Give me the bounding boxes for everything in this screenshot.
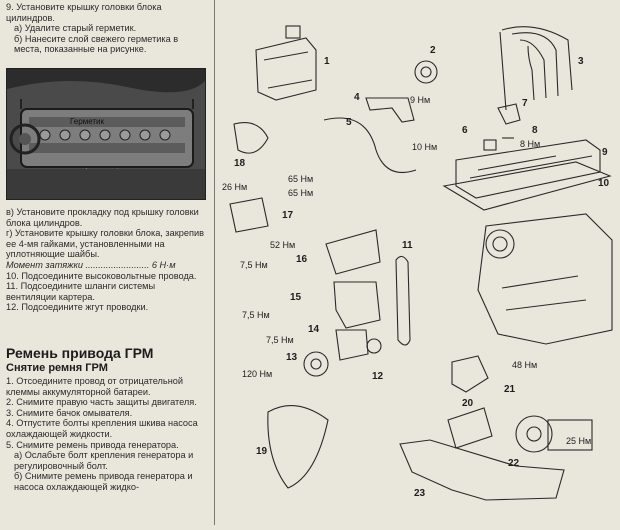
torque-65nm-a: 65 Нм [288,174,313,184]
callout-6: 6 [462,125,468,136]
drive-belt-19 [267,405,329,489]
crank-damper [303,351,329,377]
engine-mount [229,197,269,233]
ac-compressor [515,415,593,453]
callout-9: 9 [602,147,608,158]
splash-shield [399,439,565,501]
callout-21: 21 [504,384,516,395]
section-title: Ремень привода ГРМ [6,345,154,361]
oil-cap [483,139,497,151]
engine-block [477,213,613,345]
column-divider [214,0,215,525]
timing-belt [395,255,411,346]
bracket-20 [447,407,493,449]
torque-10nm: 10 Нм [412,142,437,152]
callout-3: 3 [578,56,584,67]
washer-reservoir [255,37,317,101]
step-9b: б) Нанесите слой свежего герметика в мес… [14,33,179,55]
callout-20: 20 [462,398,474,409]
sealant-label: Герметик [70,117,105,126]
torque-9nm: 9 Нм [410,95,430,105]
step-9d: г) Установите крышку головки блока, закр… [6,228,204,260]
torque-7-5nm-a: 7,5 Нм [240,260,268,270]
step-9a: а) Удалите старый герметик. [14,23,137,34]
sensor-7 [497,103,521,125]
callout-12: 12 [372,371,384,382]
removal-step-2: 2. Снимите правую часть защиты двигателя… [6,397,197,408]
callout-16: 16 [296,254,308,265]
torque-48nm: 48 Нм [512,360,537,370]
callout-14: 14 [308,324,320,335]
callout-18: 18 [234,158,246,169]
torque-8nm: 8 Нм [520,139,540,149]
callout-22: 22 [508,458,520,469]
callout-11: 11 [402,240,413,251]
torque-65nm-b: 65 Нм [288,188,313,198]
callout-10: 10 [598,178,610,189]
install-cover-steps: 9. Установите крышку головки блока цилин… [0,2,210,55]
callout-5: 5 [346,117,352,128]
removal-step-5a: а) Ослабьте болт крепления генератора и … [14,450,194,471]
water-pump [451,355,489,393]
callout-1: 1 [324,56,330,67]
bracket-4 [365,97,415,123]
crank-pulley [366,338,382,354]
torque-7-5nm-c: 7,5 Нм [266,335,294,345]
torque-120nm: 120 Нм [242,369,272,379]
cover-gasket [442,161,612,211]
text-column: 9. Установите крышку головки блока цилин… [0,0,214,525]
torque-25nm: 25 Нм [566,436,591,446]
alt-belt [233,122,269,154]
torque-spec: Момент затяжки .........................… [6,259,176,270]
step-10: 10. Подсоедините высоковольтные провода. [6,270,197,281]
engine-parts-svg: 9 Нм 10 Нм 8 Нм 65 Нм 65 Нм 26 Нм 52 Нм … [222,25,613,501]
idler-pulley [414,60,438,84]
removal-step-5: 5. Снимите ремень привода генератора. [6,439,179,450]
torque-26nm: 26 Нм [222,182,247,192]
callout-7: 7 [522,98,528,109]
step-12: 12. Подсоедините жгут проводки. [6,302,149,313]
timing-cover-16 [325,229,381,275]
step-9c: в) Установите прокладку под крышку голов… [6,207,199,228]
callout-19: 19 [256,446,268,457]
callout-8: 8 [532,125,538,136]
callout-4: 4 [354,92,360,103]
callout-15: 15 [290,292,302,303]
cylinder-head-photo-art [7,69,205,199]
torque-7-5nm-b: 7,5 Нм [242,310,270,320]
torque-52nm: 52 Нм [270,240,295,250]
spark-plug-wires [499,26,573,111]
callout-17: 17 [282,210,294,221]
exploded-engine-diagram: 9 Нм 10 Нм 8 Нм 65 Нм 65 Нм 26 Нм 52 Нм … [216,0,620,525]
callout-23: 23 [414,488,426,499]
install-gasket-steps: в) Установите прокладку под крышку голов… [0,207,210,313]
belt-tensioner [335,329,369,361]
subsection-title: Снятие ремня ГРМ [6,362,108,374]
removal-step-4: 4. Отпустите болты крепления шкива насос… [6,418,198,439]
vent-hose [323,117,417,174]
removal-step-5b: б) Снимите ремень привода генератора и н… [14,471,193,492]
callout-2: 2 [430,45,436,56]
cylinder-head-photo [6,68,206,200]
step-9: 9. Установите крышку головки блока цилин… [6,2,162,23]
step-11: 11. Подсоедините шланги системы вентиляц… [6,281,156,302]
removal-step-3: 3. Снимите бачок омывателя. [6,407,133,418]
timing-cover-15 [333,281,381,329]
removal-step-1: 1. Отсоедините провод от отрицательной к… [6,376,184,397]
callout-13: 13 [286,352,298,363]
timing-belt-removal-steps: 1. Отсоедините провод от отрицательной к… [0,376,210,493]
